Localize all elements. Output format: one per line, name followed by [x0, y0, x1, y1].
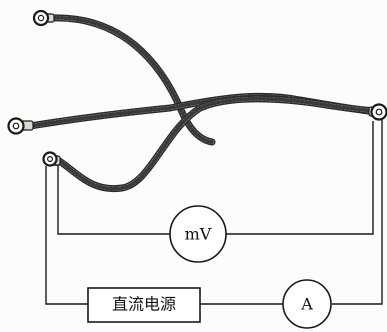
terminal-lug-lower [42, 151, 61, 167]
terminal-lug-top [32, 9, 55, 27]
circuit-wires [45, 118, 383, 305]
voltmeter-label: mV [185, 225, 212, 244]
ammeter-circle [282, 279, 332, 329]
cable-upper [46, 14, 216, 146]
terminal-lug-middle [7, 117, 34, 135]
ammeter-right-wire [332, 118, 383, 305]
ammeter: A [282, 279, 332, 329]
voltmeter-circle [169, 205, 227, 263]
terminal-lug-right [368, 103, 387, 121]
power-supply-label: 直流电源 [112, 295, 176, 314]
power-supply-box [87, 287, 201, 323]
ammeter-label: A [300, 295, 313, 314]
dc-power-supply: 直流电源 [87, 287, 201, 323]
voltmeter-left-wire [52, 164, 170, 235]
voltmeter: mV [169, 205, 227, 263]
cable-lower [54, 95, 380, 193]
voltmeter-right-wire [226, 121, 374, 235]
supply-left-wire [45, 166, 88, 305]
cable-middle [26, 92, 380, 130]
